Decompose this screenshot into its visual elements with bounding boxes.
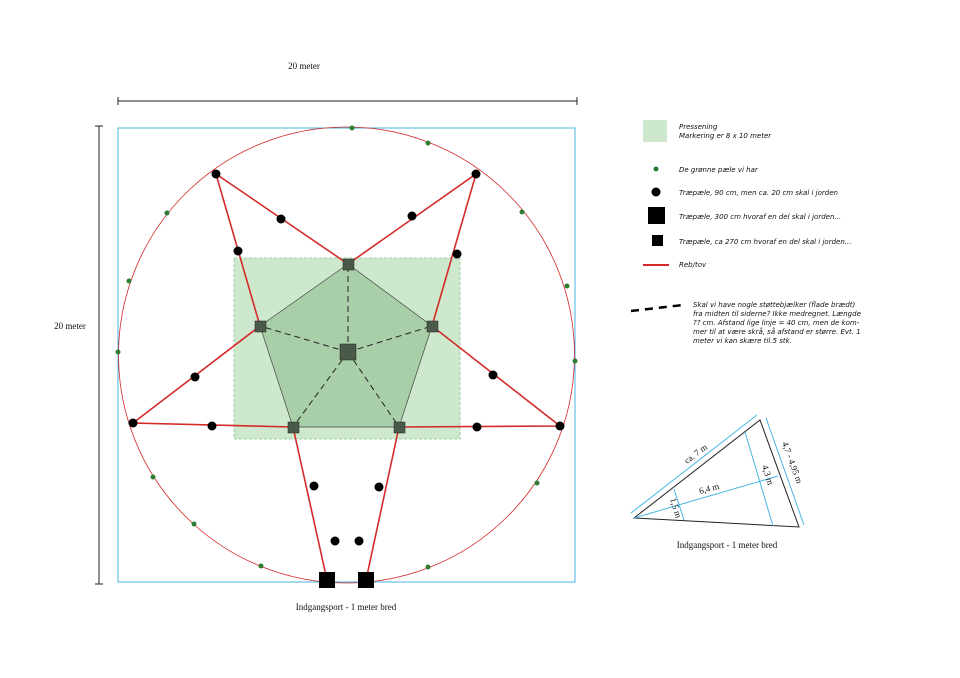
legend-post-90-icon <box>651 187 661 197</box>
wooden-posts-90cm <box>128 169 565 546</box>
gate-post-left <box>319 572 335 588</box>
green-posts <box>115 125 578 570</box>
site-boundary <box>117 127 576 583</box>
entrance-label: Indgangsport - 1 meter bred <box>296 602 397 612</box>
legend-post-270-icon <box>652 235 663 246</box>
wooden-posts-270cm <box>254 258 439 434</box>
svg-text:meter vi kan skære til.5 stk.: meter vi kan skære til.5 stk. <box>693 337 792 345</box>
legend-post-300: Træpæle, 300 cm hvoraf en del skal i jor… <box>679 213 841 221</box>
triangle-caption: Indgangsport - 1 meter bred <box>677 540 778 550</box>
side-b-label: 4,7 - 4,95 m <box>780 440 804 485</box>
center-post-300cm <box>339 343 357 361</box>
legend-tarp-size: Markering er 8 x 10 meter <box>679 132 772 140</box>
large-width-label: 4,3 m <box>760 464 776 487</box>
support-beams <box>259 264 433 428</box>
svg-text:Skal vi have nogle støttebjælk: Skal vi have nogle støttebjælker (flade … <box>693 301 856 309</box>
legend-post-90: Træpæle, 90 cm, men ca. 20 cm skal i jor… <box>679 189 838 197</box>
legend-tarp-title: Pressening <box>679 123 718 131</box>
svg-text:mer til at være skrå, så afsta: mer til at være skrå, så afstand er stør… <box>693 327 861 336</box>
side-a-label: ca. 7 m <box>682 442 709 466</box>
svg-text:?? cm. Afstand lige linje = 40: ?? cm. Afstand lige linje = 40 cm, men d… <box>693 319 860 327</box>
gate-post-right <box>358 572 374 588</box>
legend: Pressening Markering er 8 x 10 meter De … <box>630 120 861 345</box>
width-label: 20 meter <box>288 61 320 71</box>
legend-tarp-swatch <box>643 120 667 142</box>
legend-support-icon <box>630 303 684 313</box>
legend-rope: Reb/tov <box>679 261 707 269</box>
legend-green-post-icon <box>653 166 659 172</box>
height-label: 20 meter <box>54 321 86 331</box>
legend-support-note: Skal vi have nogle støttebjælker (flade … <box>693 301 861 345</box>
entrance-triangle-detail: ca. 7 m 4,7 - 4,95 m 6,4 m 1,5 m 4,3 m I… <box>630 414 804 550</box>
legend-post-270: Træpæle, ca 270 cm hvoraf en del skal i … <box>679 238 851 246</box>
legend-green-posts: De grønne pæle vi har <box>679 166 759 174</box>
small-width-label: 1,5 m <box>668 497 684 520</box>
tent-circle <box>118 126 575 584</box>
svg-text:fra midten til siderne? Ikke m: fra midten til siderne? Ikke medregnet. … <box>693 310 861 318</box>
legend-post-300-icon <box>648 207 665 224</box>
